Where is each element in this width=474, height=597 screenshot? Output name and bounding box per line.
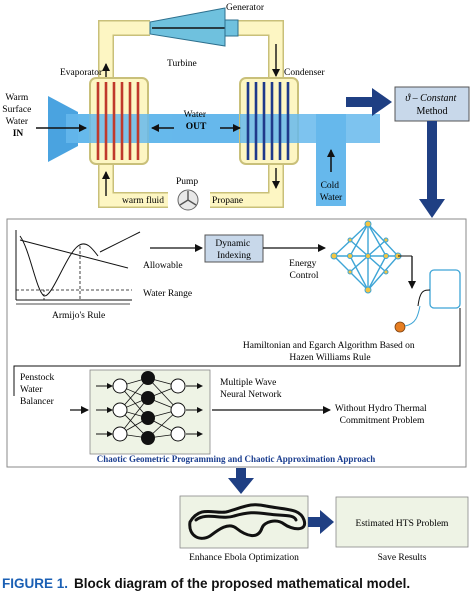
armijo-line <box>19 239 129 269</box>
ebola-virus-icon <box>188 503 307 540</box>
ebola-image-box <box>179 495 309 549</box>
multiple-wave-label: Multiple Wave Neural Network <box>220 378 282 400</box>
propane-label: Propane <box>212 196 243 206</box>
energy-control-label: Energy Control <box>289 259 319 281</box>
figure-caption: FIGURE 1. Block diagram of the proposed m… <box>2 576 472 591</box>
generator-label: Generator <box>226 3 265 13</box>
water-range-label: Water Range <box>143 289 192 299</box>
hamiltonian-label: Hamiltonian and Egarch Algorithm Based o… <box>243 341 417 363</box>
otec-cycle: Generator Turbine Evaporator Condens <box>2 3 380 211</box>
process-frame <box>6 218 467 468</box>
condenser-coils <box>246 82 290 160</box>
arrow-to-estimated-hts <box>308 510 334 534</box>
arrow-to-bottom-section <box>228 468 254 494</box>
caption-text: Block diagram of the proposed mathematic… <box>74 576 411 591</box>
caption-label: FIGURE 1. <box>2 576 69 591</box>
evaporator-label: Evaporator <box>60 68 103 78</box>
arrow-to-constant-method <box>346 88 392 116</box>
cold-water-label: Cold Water <box>320 181 343 203</box>
armijo-curve <box>19 235 99 297</box>
warm-water-in-label: Warm Surface Water IN <box>2 93 33 139</box>
armijo-tail <box>99 231 141 253</box>
generator-shape <box>224 19 239 37</box>
condenser-label: Condenser <box>284 68 325 78</box>
without-hydro-label: Without Hydro Thermal Commitment Problem <box>335 404 429 426</box>
save-results-label: Save Results <box>378 553 427 563</box>
pump-label: Pump <box>176 177 198 187</box>
orange-node-icon <box>394 321 406 333</box>
constant-method-label: ϑ – Constant Method <box>405 93 459 117</box>
warm-fluid-label: warm fluid <box>122 195 164 206</box>
penstock-label: Penstock Water Balancer <box>20 373 57 407</box>
estimated-hts-box <box>335 496 469 548</box>
allowable-label: Allowable <box>143 261 183 271</box>
enhance-ebola-label: Enhance Ebola Optimization <box>189 553 299 563</box>
constant-method-box <box>394 86 470 122</box>
loop-connector <box>13 308 461 396</box>
dynamic-indexing-box <box>204 234 264 263</box>
evaporator-coils <box>96 82 140 160</box>
chaotic-approach-title: Chaotic Geometric Programming and Chaoti… <box>97 454 376 464</box>
armijo-rule-label: Armijo's Rule <box>52 311 105 321</box>
turbine-label: Turbine <box>167 59 197 69</box>
network-diamond-icon <box>330 220 402 294</box>
device-box-icon <box>429 269 461 309</box>
water-out-label: Water OUT <box>184 110 209 132</box>
armijo-chart <box>15 230 141 305</box>
neural-network-icon <box>89 369 211 455</box>
dynamic-indexing-label: Dynamic Indexing <box>215 239 252 261</box>
arrow-constant-to-middle <box>419 121 445 218</box>
turbine-shape <box>149 7 226 47</box>
cold-water-band <box>240 114 380 143</box>
estimated-hts-label: Estimated HTS Problem <box>356 519 449 529</box>
warm-water-inlet <box>48 96 78 162</box>
